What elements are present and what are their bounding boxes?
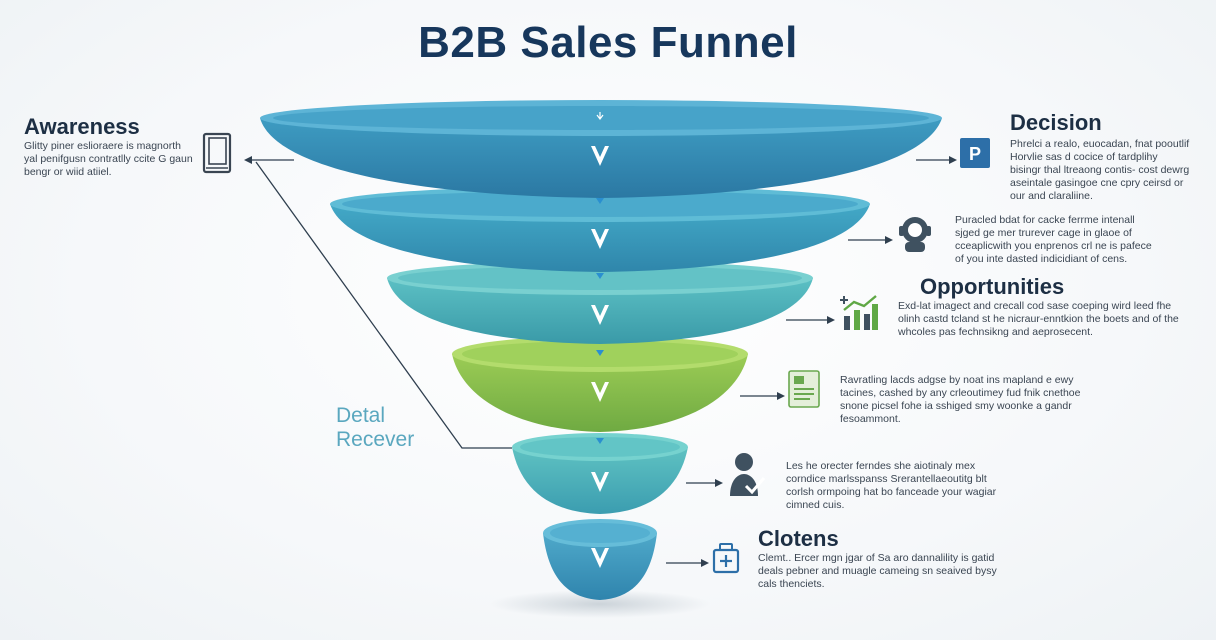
funnel-tier-1 — [260, 100, 942, 198]
chevron-down-icon — [591, 146, 609, 166]
side-label: Detal Recever — [336, 404, 415, 451]
stage-description-decision: Phrelci a realo, euocadan, fnat pooutlif… — [1010, 138, 1190, 202]
support-agent-icon — [895, 214, 935, 259]
person-check-icon — [728, 450, 768, 503]
presentation-p-icon: P — [960, 138, 990, 173]
growth-chart-icon — [840, 294, 880, 337]
stage-description-opportunities: Exd-lat imagect and crecall cod sase coe… — [898, 300, 1179, 338]
chevrons — [591, 146, 609, 568]
stage-heading-clotens: Clotens — [758, 526, 839, 551]
drop-arrows — [596, 198, 604, 444]
stage-description-3: Puracled bdat for cacke ferrme intenall … — [955, 214, 1152, 265]
stage-description-awareness: Glitty piner eslioraere is magnorth yal … — [24, 140, 193, 178]
stage-heading-decision: Decision — [1010, 110, 1102, 135]
small-arrow-down-icon — [596, 198, 604, 204]
small-arrow-down-icon — [596, 350, 604, 356]
chevron-down-icon — [591, 472, 609, 492]
funnel-tier-5 — [512, 433, 688, 514]
chevron-down-icon — [591, 305, 609, 325]
stage-description-clotens: Clemt.. Ercer mgn jgar of Sa aro dannali… — [758, 552, 997, 590]
svg-text:P: P — [969, 144, 981, 164]
stage-description-6: Les he orecter ferndes she aiotinaly mex… — [786, 460, 997, 511]
small-arrow-down-icon — [596, 438, 604, 444]
stage-description-5: Ravratling lacds adgse by noat ins mapla… — [840, 374, 1081, 425]
chevron-down-icon — [591, 382, 609, 402]
page-title: B2B Sales Funnel — [418, 18, 798, 67]
stage-heading-awareness: Awareness — [24, 114, 140, 139]
chevron-down-icon — [591, 229, 609, 249]
chevron-down-icon — [591, 548, 609, 568]
document-icon — [788, 370, 820, 413]
briefcase-plus-icon — [712, 542, 740, 579]
book-icon — [202, 132, 234, 179]
small-arrow-down-icon — [596, 273, 604, 279]
stage-heading-opportunities: Opportunities — [920, 274, 1065, 299]
